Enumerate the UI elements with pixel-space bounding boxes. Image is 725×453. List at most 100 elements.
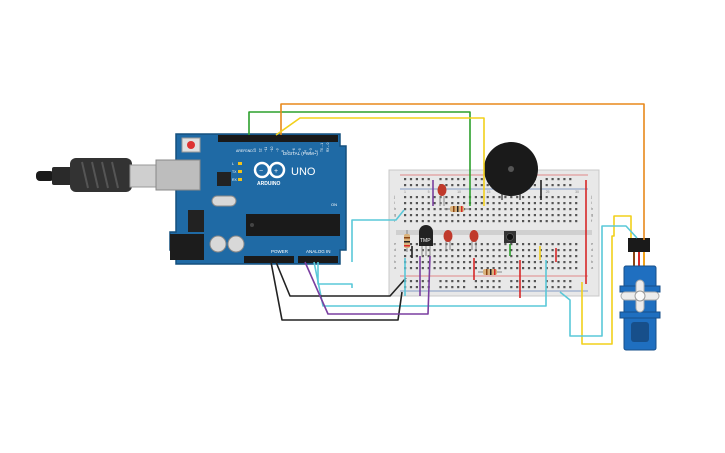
breadboard-hole[interactable] (468, 214, 472, 217)
breadboard-hole[interactable] (522, 267, 525, 270)
wire-black-2[interactable] (275, 261, 407, 297)
breadboard-hole[interactable] (557, 196, 560, 199)
breadboard-hole[interactable] (457, 261, 460, 264)
breadboard-rail-hole[interactable] (445, 178, 448, 181)
breadboard-hole[interactable] (498, 202, 501, 205)
breadboard-hole[interactable] (445, 267, 448, 270)
breadboard-rail-hole[interactable] (445, 184, 448, 187)
led-red-1[interactable] (437, 184, 447, 206)
breadboard-hole[interactable] (468, 267, 472, 270)
breadboard-rail-hole[interactable] (569, 184, 572, 187)
breadboard-hole[interactable] (492, 202, 495, 205)
resistor-3[interactable] (478, 269, 502, 275)
breadboard-hole[interactable] (527, 214, 531, 217)
breadboard-hole[interactable] (433, 214, 436, 217)
breadboard-hole[interactable] (557, 202, 560, 205)
breadboard-rail-hole[interactable] (409, 280, 413, 283)
breadboard-hole[interactable] (474, 202, 477, 205)
breadboard-hole[interactable] (451, 267, 454, 270)
breadboard-hole[interactable] (486, 255, 489, 258)
breadboard-hole[interactable] (427, 220, 430, 223)
breadboard-hole[interactable] (451, 202, 454, 205)
breadboard-hole[interactable] (569, 267, 572, 270)
breadboard-hole[interactable] (545, 214, 548, 217)
breadboard-rail-hole[interactable] (451, 280, 454, 283)
breadboard-hole[interactable] (457, 255, 460, 258)
breadboard-hole[interactable] (480, 202, 483, 205)
breadboard-hole[interactable] (498, 267, 501, 270)
breadboard-hole[interactable] (421, 214, 424, 217)
breadboard-hole[interactable] (480, 214, 483, 217)
breadboard-hole[interactable] (486, 249, 489, 252)
breadboard-hole[interactable] (451, 196, 454, 199)
breadboard-rail-hole[interactable] (474, 184, 477, 187)
breadboard-hole[interactable] (569, 220, 572, 223)
breadboard-hole[interactable] (498, 196, 501, 199)
breadboard-hole[interactable] (409, 243, 413, 246)
breadboard-hole[interactable] (557, 220, 560, 223)
breadboard-hole[interactable] (569, 202, 572, 205)
breadboard-hole[interactable] (516, 208, 519, 211)
breadboard-hole[interactable] (480, 220, 483, 223)
breadboard-rail-hole[interactable] (533, 286, 536, 289)
breadboard-hole[interactable] (451, 261, 454, 264)
breadboard-rail-hole[interactable] (498, 280, 501, 283)
breadboard-hole[interactable] (498, 249, 501, 252)
breadboard-hole[interactable] (457, 196, 460, 199)
breadboard-hole[interactable] (415, 267, 418, 270)
breadboard-hole[interactable] (486, 261, 489, 264)
breadboard-hole[interactable] (421, 196, 424, 199)
breadboard-hole[interactable] (421, 220, 424, 223)
breadboard-hole[interactable] (551, 202, 554, 205)
breadboard-rail-hole[interactable] (480, 178, 483, 181)
breadboard-hole[interactable] (563, 267, 566, 270)
breadboard-hole[interactable] (404, 255, 407, 258)
breadboard-hole[interactable] (480, 267, 483, 270)
breadboard-rail-hole[interactable] (533, 184, 536, 187)
breadboard-hole[interactable] (474, 214, 477, 217)
breadboard-rail-hole[interactable] (474, 280, 477, 283)
wire-cyan-servo[interactable] (559, 225, 638, 337)
breadboard-rail-hole[interactable] (457, 286, 460, 289)
breadboard-hole[interactable] (533, 267, 536, 270)
breadboard-hole[interactable] (409, 267, 413, 270)
breadboard-hole[interactable] (404, 249, 407, 252)
breadboard-rail-hole[interactable] (404, 178, 407, 181)
breadboard-hole[interactable] (533, 243, 536, 246)
breadboard-rail-hole[interactable] (522, 286, 525, 289)
breadboard-rail-hole[interactable] (457, 178, 460, 181)
breadboard-hole[interactable] (445, 249, 448, 252)
breadboard-hole[interactable] (527, 202, 531, 205)
breadboard-hole[interactable] (409, 220, 413, 223)
breadboard-hole[interactable] (551, 196, 554, 199)
breadboard-hole[interactable] (457, 249, 460, 252)
breadboard-hole[interactable] (439, 261, 442, 264)
breadboard-hole[interactable] (445, 220, 448, 223)
breadboard-rail-hole[interactable] (480, 280, 483, 283)
breadboard-hole[interactable] (527, 267, 531, 270)
breadboard-hole[interactable] (527, 261, 531, 264)
breadboard-rail-hole[interactable] (545, 178, 548, 181)
breadboard-hole[interactable] (421, 208, 424, 211)
breadboard-hole[interactable] (415, 249, 418, 252)
breadboard-rail-hole[interactable] (510, 286, 513, 289)
breadboard-hole[interactable] (498, 261, 501, 264)
breadboard-hole[interactable] (415, 255, 418, 258)
breadboard-hole[interactable] (463, 220, 466, 223)
breadboard-hole[interactable] (486, 202, 489, 205)
breadboard-hole[interactable] (439, 243, 442, 246)
breadboard-hole[interactable] (563, 196, 566, 199)
arduino-uno-board[interactable]: − + ARDUINO UNO DIGITAL (PWM~) POWER ANA… (155, 133, 347, 265)
breadboard-rail-hole[interactable] (421, 178, 424, 181)
breadboard-hole[interactable] (445, 196, 448, 199)
breadboard-hole[interactable] (551, 208, 554, 211)
breadboard-hole[interactable] (404, 208, 407, 211)
breadboard-rail-hole[interactable] (415, 184, 418, 187)
breadboard-hole[interactable] (492, 249, 495, 252)
breadboard-hole[interactable] (510, 220, 513, 223)
breadboard-rail-hole[interactable] (533, 280, 536, 283)
breadboard-hole[interactable] (415, 208, 418, 211)
breadboard-hole[interactable] (510, 208, 513, 211)
breadboard-hole[interactable] (516, 261, 519, 264)
breadboard-hole[interactable] (551, 255, 554, 258)
